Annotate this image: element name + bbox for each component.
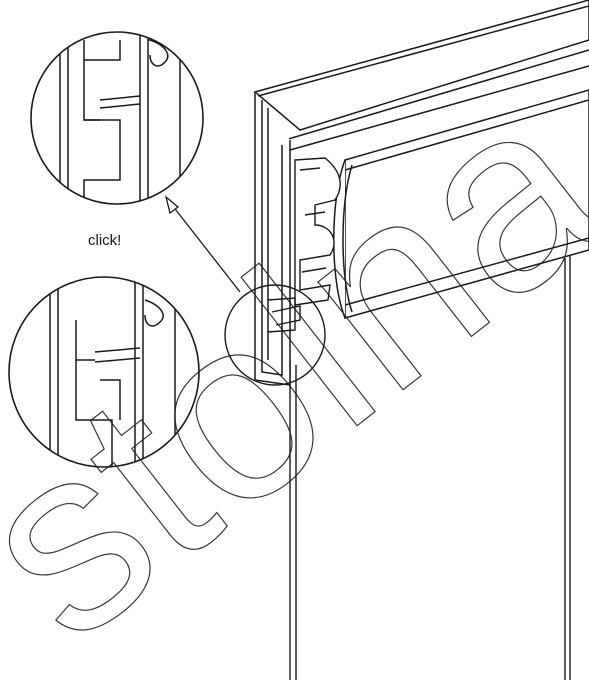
clip-profile — [267, 157, 341, 333]
detail-marker-circle — [224, 284, 326, 386]
head-rail — [253, 0, 589, 386]
detail-bottom-magnified — [8, 276, 200, 468]
blind-fabric — [289, 255, 571, 680]
click-label: click! — [88, 232, 122, 249]
detail-top-magnified — [30, 31, 204, 205]
callout-arrow — [164, 195, 241, 293]
roller-bar — [333, 89, 589, 319]
